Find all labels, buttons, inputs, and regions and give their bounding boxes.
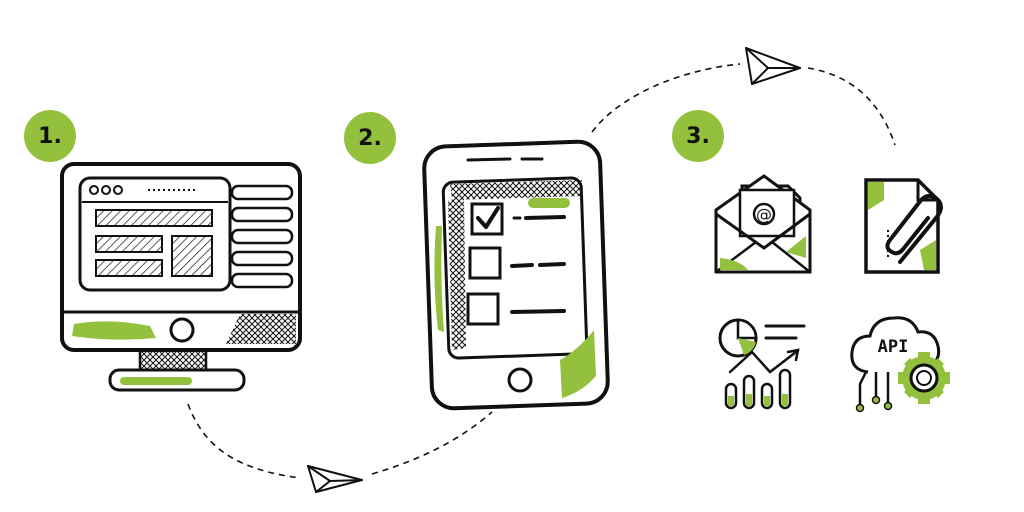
api-label: API	[878, 337, 909, 357]
svg-text:@: @	[756, 205, 772, 224]
paper-plane-icon	[307, 465, 363, 493]
connector-2-to-3-tail	[807, 67, 896, 146]
paper-plane-icon	[745, 47, 801, 85]
connector-1-to-2-tail	[371, 411, 493, 475]
desktop-monitor-icon	[60, 162, 302, 392]
step-2-badge: 2.	[344, 112, 396, 164]
connector-2-to-3	[591, 63, 741, 133]
tablet-checklist-icon	[422, 139, 610, 411]
email-envelope-icon: @	[714, 174, 812, 274]
step-3-badge: 3.	[672, 110, 724, 162]
step-1-badge: 1.	[24, 110, 76, 162]
document-paperclip-icon	[864, 178, 943, 274]
api-cloud-gear-icon: API	[850, 316, 950, 413]
analytics-chart-icon	[718, 318, 806, 410]
connector-1-to-2	[187, 403, 301, 479]
